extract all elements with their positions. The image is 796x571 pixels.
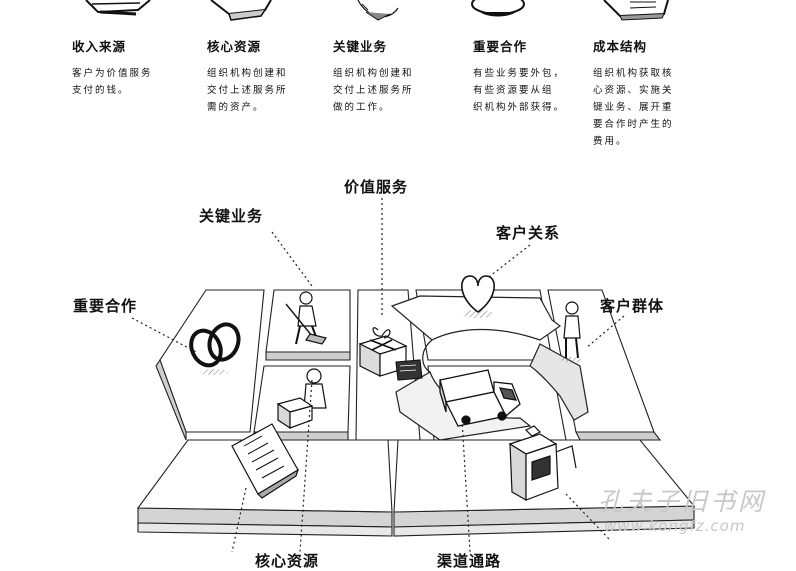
worker-icon [357,0,399,21]
column-desc-line: 组织机构获取核 [593,68,674,79]
column-desc-line: 交付上述服务所 [207,85,288,96]
column-cost-structure: 成本结构 组织机构获取核 心资源、实施关 键业务、展开重 要合作时产生的 费用。 [593,36,713,150]
business-model-canvas-illustration [131,198,696,553]
boxes-icon [210,0,272,21]
column-desc-line: 心资源、实施关 [593,85,674,96]
column-desc-line: 客户为价值服务 [72,68,153,79]
leader-lines [131,198,625,553]
watermark-text: 孔夫子旧书网 [598,487,767,516]
document-icon [231,423,300,499]
watermark-url: www.kongfz.com [604,517,746,535]
callout-channels: 渠道通路 [437,552,502,570]
heart-hand-icon [471,0,525,17]
worker-mop-icon [285,291,327,345]
column-title: 关键业务 [333,39,388,54]
column-desc-line: 要合作时产生的 [593,119,674,130]
callout-key-partners: 重要合作 [73,297,138,315]
column-desc-line: 织机构外部获得。 [473,102,566,113]
column-desc-line: 组织机构创建和 [207,68,288,79]
callout-customer-segments: 客户群体 [600,297,665,315]
heart-icon [461,275,495,318]
column-desc-line: 有些业务要外包， [473,68,566,79]
customer-figure-icon [562,301,582,363]
column-desc-line: 需的资产。 [207,102,265,113]
column-desc-line: 做的工作。 [333,102,391,113]
column-desc-line: 费用。 [593,136,628,147]
atm-icon [508,425,577,502]
column-desc-line: 支付的钱。 [72,85,130,96]
column-desc-line: 组织机构创建和 [333,68,414,79]
column-desc-line: 有些资源要从组 [473,85,554,96]
callout-value-service: 价值服务 [344,178,409,196]
callout-customer-relations: 客户关系 [496,224,561,242]
rings-icon [189,322,241,375]
tile-key-partners [155,289,265,441]
ledger-icon [603,0,669,21]
column-key-activities: 关键业务 组织机构创建和 交付上述服务所 做的工作。 [333,36,453,116]
column-title: 重要合作 [473,39,528,54]
column-core-resources: 核心资源 组织机构创建和 交付上述服务所 需的资产。 [207,36,327,116]
worker-boxes-icon [276,368,327,430]
callout-key-activities: 关键业务 [199,207,264,225]
column-title: 成本结构 [593,39,648,54]
column-desc-line: 交付上述服务所 [333,85,414,96]
board-base [137,505,695,537]
column-revenue: 收入来源 客户为价值服务 支付的钱。 [72,36,192,99]
column-title: 收入来源 [72,39,127,54]
truck-icon [439,369,521,427]
register-icon [395,359,423,381]
callout-core-resources: 核心资源 [255,552,320,570]
column-title: 核心资源 [207,39,262,54]
column-key-partners: 重要合作 有些业务要外包， 有些资源要从组 织机构外部获得。 [473,36,593,116]
column-desc-line: 键业务、展开重 [593,102,674,113]
cycle-arrows [390,295,589,441]
cash-register-icon [85,0,151,16]
